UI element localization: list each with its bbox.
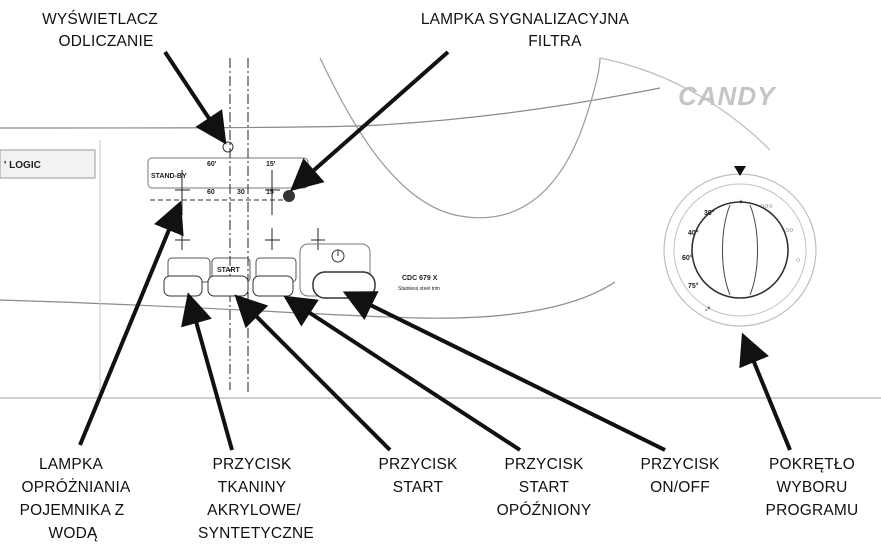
knob-mark-plus: + xyxy=(739,199,743,206)
arrow-filter-lamp xyxy=(289,50,450,192)
label-drain-2: OPRÓŻNIANIA xyxy=(22,478,131,496)
start-key[interactable] xyxy=(207,275,249,297)
label-delay-3: OPÓŹNIONY xyxy=(497,502,592,519)
time-60-label: 60' xyxy=(207,161,217,168)
label-filter-2: FILTRA xyxy=(528,33,582,50)
knob-mark-o: ○ xyxy=(796,257,800,264)
label-delay-1: PRZYCISK xyxy=(504,456,584,473)
label-onoff-1: PRZYCISK xyxy=(640,456,720,473)
button-row: START xyxy=(163,243,376,299)
logic-text: ' LOGIC xyxy=(4,160,41,171)
label-drain-1: LAMPKA xyxy=(39,456,104,473)
label-knob-1: POKRĘTŁO xyxy=(769,456,855,473)
time-15b-label: 15 xyxy=(266,189,274,196)
arrow-display xyxy=(163,50,227,145)
label-fabric-2: TKANINY xyxy=(218,479,287,496)
label-display-1: WYŚWIETLACZ xyxy=(42,10,158,28)
knob-pointer-icon xyxy=(734,166,746,176)
knob-mark-oo: ○○ xyxy=(785,227,793,234)
bottom-labels: LAMPKA OPRÓŻNIANIA POJEMNIKA Z WODĄ PRZY… xyxy=(20,456,859,542)
knob-mark-60: 60° xyxy=(682,254,693,262)
guide-lines xyxy=(229,58,249,395)
label-fabric-1: PRZYCISK xyxy=(212,456,292,473)
arrow-delay-start xyxy=(283,295,522,452)
fabric-key[interactable] xyxy=(163,275,203,297)
start-key-label: START xyxy=(217,267,241,274)
logic-tab: ' LOGIC xyxy=(0,149,96,179)
stand-by-label: STAND-BY xyxy=(151,173,187,180)
knob-mark-minus: -° xyxy=(705,306,710,314)
top-labels: WYŚWIETLACZ ODLICZANIE LAMPKA SYGNALIZAC… xyxy=(42,10,630,50)
model-text: CDC 679 X xyxy=(402,275,438,282)
knob-mark-40: 40° xyxy=(688,229,699,237)
arrow-knob xyxy=(739,332,792,451)
label-start-2: START xyxy=(393,479,444,496)
delay-start-key[interactable] xyxy=(252,275,294,297)
label-delay-2: START xyxy=(519,479,570,496)
label-fabric-3: AKRYLOWE/ xyxy=(207,502,301,519)
brand-logo: CANDY xyxy=(678,81,777,111)
arrow-drain-lamp xyxy=(78,200,184,446)
time-60b-label: 60 xyxy=(207,189,215,196)
label-knob-2: WYBORU xyxy=(777,479,848,496)
arrow-onoff xyxy=(342,291,666,452)
countdown-icon xyxy=(222,141,234,153)
label-start-1: PRZYCISK xyxy=(378,456,458,473)
knob-mark-ooo: ○○○ xyxy=(760,203,773,210)
filter-lamp-icon xyxy=(283,190,295,202)
label-onoff-2: ON/OFF xyxy=(650,479,710,496)
label-drain-3: POJEMNIKA Z xyxy=(20,502,125,519)
callout-arrows xyxy=(78,50,792,452)
arrow-fabric xyxy=(181,292,234,451)
label-fabric-4: SYNTETYCZNE xyxy=(198,525,314,542)
time-30-label: 30 xyxy=(237,189,245,196)
knob-mark-30: 30° xyxy=(704,209,715,217)
label-display-2: ODLICZANIE xyxy=(58,33,153,50)
onoff-key[interactable] xyxy=(312,271,376,299)
label-filter-1: LAMPKA SYGNALIZACYJNA xyxy=(421,11,630,28)
label-knob-3: PROGRAMU xyxy=(766,502,859,519)
knob-mark-75: 75° xyxy=(688,282,699,290)
model-sub-text: Stainless steel trim xyxy=(398,286,440,292)
arrow-start xyxy=(234,294,392,452)
label-drain-4: WODĄ xyxy=(48,525,97,542)
time-15-label: 15' xyxy=(266,161,276,168)
program-knob[interactable]: 30° 40° 60° 75° -° + ○○○ ○○ ○ xyxy=(663,166,817,327)
display-strip: STAND-BY 60' 15' 60 30 15 xyxy=(147,141,309,202)
